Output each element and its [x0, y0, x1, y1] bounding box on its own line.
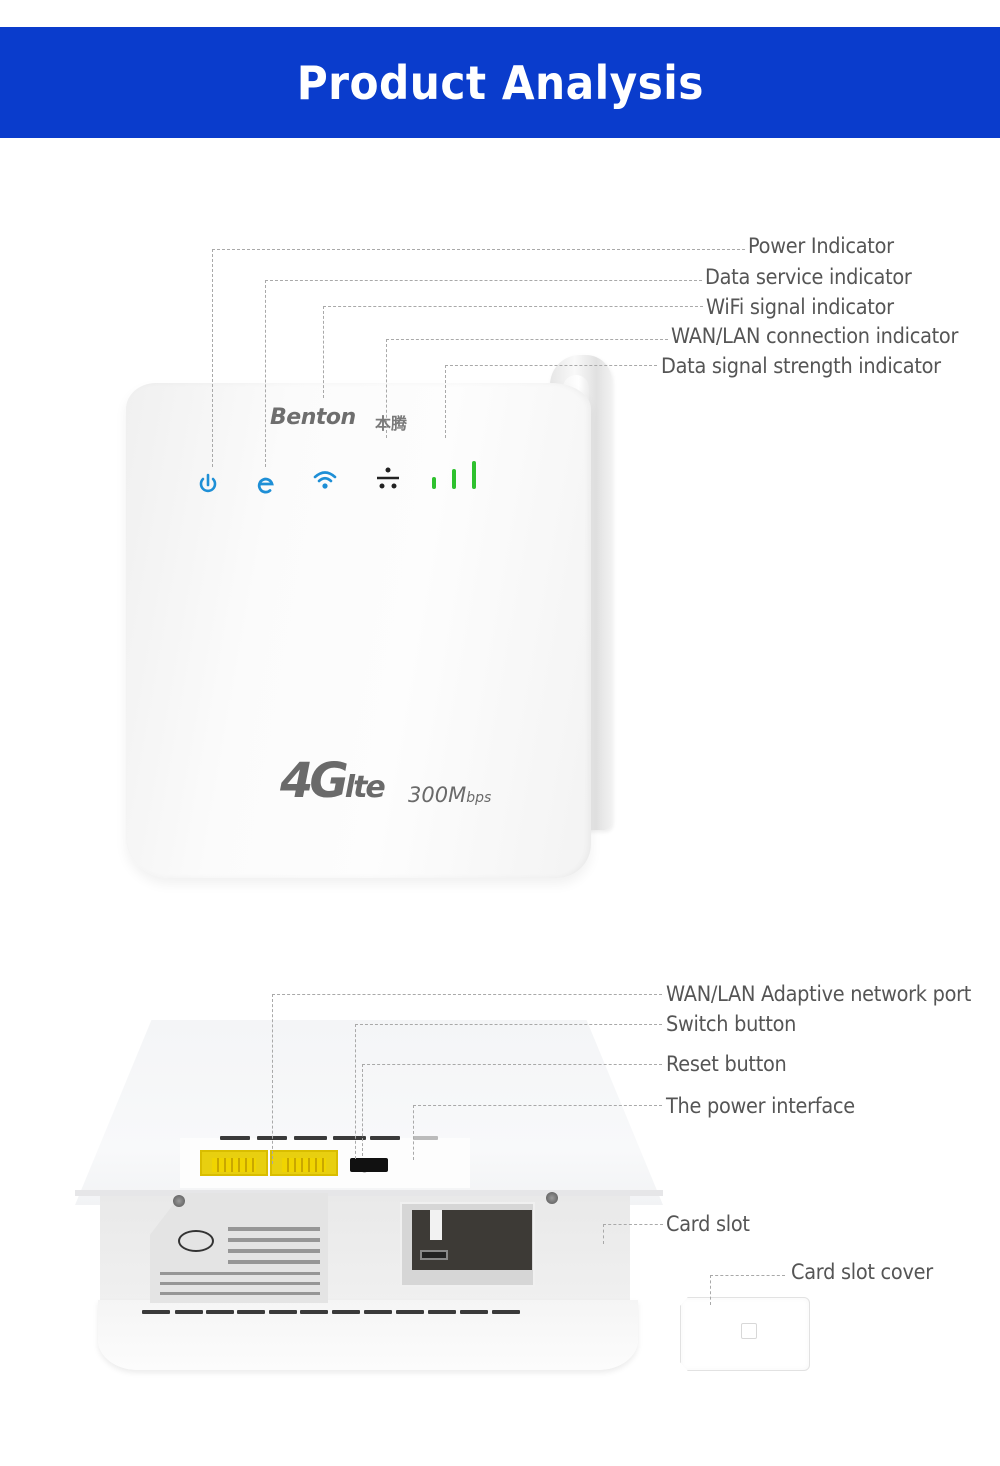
label-card-slot: Card slot	[666, 1212, 750, 1236]
vent-slot	[332, 1310, 360, 1314]
vent-slot	[460, 1310, 488, 1314]
wan-lan-icon	[377, 467, 399, 489]
wifi-icon	[313, 471, 337, 489]
vent-slot	[396, 1310, 424, 1314]
label-switch-button: Switch button	[666, 1012, 797, 1036]
card-slot-bay	[400, 1202, 535, 1287]
leader-line-power-v	[212, 249, 213, 467]
brand-logo-cn: 本腾	[375, 416, 408, 433]
leader-line-switch	[355, 1024, 662, 1025]
leader-line-data-service-v	[265, 280, 266, 467]
speed-value: 300M	[408, 783, 467, 807]
certification-mark-icon	[178, 1230, 214, 1252]
power-icon	[199, 473, 217, 493]
page-title: Product Analysis	[296, 55, 704, 110]
leader-line-card-slot-cover	[710, 1275, 785, 1276]
vent-slot	[413, 1136, 438, 1140]
brand-logo: Benton	[270, 405, 356, 430]
4g-text: 4G	[280, 753, 349, 809]
leader-line-power-interface-v	[413, 1105, 414, 1160]
leader-line-card-slot-v	[603, 1224, 604, 1244]
leader-line-card-slot	[603, 1224, 663, 1225]
vent-slot	[370, 1136, 400, 1140]
leader-line-power	[212, 249, 745, 250]
ethernet-port-2	[270, 1150, 338, 1176]
sim-bay-post	[430, 1210, 442, 1240]
label-wifi-signal-indicator: WiFi signal indicator	[706, 295, 894, 319]
sticker-text-line	[160, 1272, 320, 1275]
leader-line-switch-v	[355, 1024, 356, 1159]
ethernet-port-1	[200, 1150, 268, 1176]
vent-slot	[269, 1310, 297, 1314]
speed-unit: bps	[466, 790, 492, 806]
leader-line-data-service	[265, 280, 702, 281]
vent-slot	[142, 1310, 170, 1314]
label-wan-lan-connection-indicator: WAN/LAN connection indicator	[671, 324, 959, 348]
cover-sim-icon	[741, 1323, 757, 1339]
router-front-panel	[126, 383, 591, 878]
router-front-image: Benton 本腾 4Glte 300Mbps	[120, 355, 620, 895]
vent-slot	[333, 1136, 366, 1140]
leader-line-signal-v	[445, 365, 446, 438]
vent-slot	[237, 1310, 265, 1314]
signal-bars-icon	[432, 461, 476, 489]
vent-slot	[300, 1310, 328, 1314]
leader-line-wan-lan-port	[272, 994, 662, 995]
sticker-text-line	[228, 1260, 320, 1264]
sticker-text-line	[228, 1227, 320, 1231]
router-back-image	[70, 1010, 670, 1380]
label-data-signal-strength-indicator: Data signal strength indicator	[661, 354, 941, 378]
sticker-text-line	[160, 1282, 320, 1285]
label-reset-button: Reset button	[666, 1052, 787, 1076]
label-data-service-indicator: Data service indicator	[705, 265, 912, 289]
label-card-slot-cover: Card slot cover	[791, 1260, 933, 1284]
micro-usb-port	[420, 1250, 448, 1260]
sticker-text-line	[228, 1238, 320, 1242]
screw-icon	[546, 1192, 558, 1204]
sim-card-slot	[412, 1210, 532, 1270]
leader-line-reset	[362, 1064, 662, 1065]
vent-slot	[206, 1310, 234, 1314]
label-power-indicator: Power Indicator	[748, 234, 894, 258]
leader-line-reset-v	[362, 1064, 363, 1156]
leader-line-wan-lan-port-v	[272, 994, 273, 1164]
leader-line-power-interface	[413, 1105, 662, 1106]
leader-line-wifi	[323, 306, 703, 307]
4g-lte-logo: 4Glte	[280, 753, 386, 809]
screw-icon	[173, 1195, 185, 1207]
power-jack	[350, 1158, 388, 1172]
sticker-text-line	[228, 1249, 320, 1253]
leader-line-card-slot-cover-v	[710, 1275, 711, 1305]
leader-line-wan-lan-v	[386, 339, 387, 438]
vent-slot	[428, 1310, 456, 1314]
vent-slot	[294, 1136, 327, 1140]
data-service-e-icon	[257, 477, 274, 494]
label-wan-lan-adaptive-port: WAN/LAN Adaptive network port	[666, 982, 972, 1006]
leader-line-wan-lan	[386, 339, 668, 340]
router-top-edge	[75, 1190, 663, 1196]
vent-slot	[492, 1310, 520, 1314]
lte-text: lte	[344, 770, 386, 805]
header-banner: Product Analysis	[0, 27, 1000, 138]
card-slot-cover-image	[680, 1297, 810, 1371]
device-label-sticker	[150, 1193, 328, 1303]
vent-slot	[220, 1136, 250, 1140]
speed-badge: 300Mbps	[408, 783, 491, 807]
vent-slot	[175, 1310, 203, 1314]
leader-line-signal	[445, 365, 657, 366]
sticker-text-line	[160, 1292, 320, 1295]
label-power-interface: The power interface	[666, 1094, 855, 1118]
leader-line-wifi-v	[323, 306, 324, 398]
vent-slot	[364, 1310, 392, 1314]
